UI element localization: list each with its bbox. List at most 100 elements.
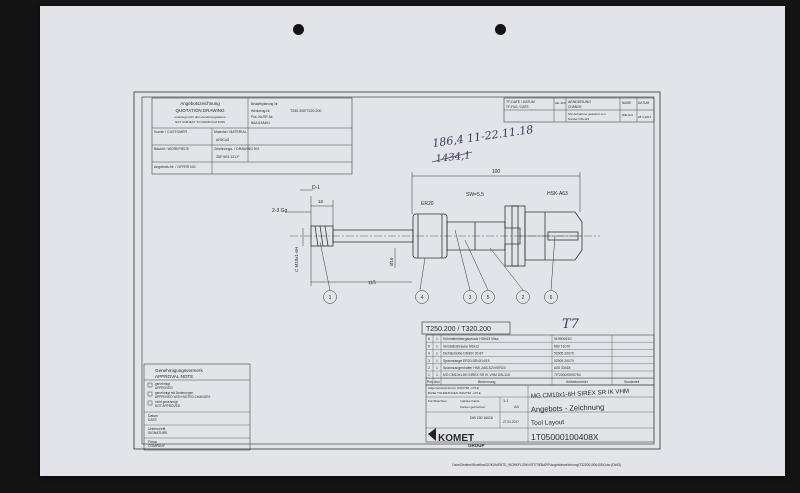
balloon-3: 3 — [469, 295, 472, 301]
parts-cell: 5 — [428, 344, 430, 348]
parts-cell: 6 — [428, 337, 430, 341]
drawing-border — [141, 96, 655, 445]
workpiece-label: Bauteil / WORKPIECE — [154, 147, 190, 151]
norm-label: DIN 150 16016 — [470, 416, 493, 420]
col-artikel: Artikelnummer — [566, 380, 589, 384]
parts-cell: 1 — [436, 352, 438, 356]
parts-list: T250.200 / T320.200 6 1 Kühlmittelübergabe… — [421, 321, 655, 386]
balloon-4: 4 — [421, 295, 424, 301]
dim-thread-depth: 2-3 Gg — [272, 208, 288, 214]
handwritten-note-2: 1434,1 — [435, 150, 471, 165]
parts-cell: Dichtscheibe DS/ER 20-8T — [443, 352, 484, 356]
parts-cell: 51990063/1 — [554, 337, 572, 341]
part-balloons — [319, 229, 558, 304]
signature-label-de: Unterschrift — [148, 427, 165, 431]
revision-name: Rilleholz — [622, 113, 634, 117]
title-block: Allgemeintoleranzen ISO2768 -mH-E BASE T… — [425, 384, 655, 448]
inactive-edge-label: Inaktive Kante — [460, 399, 480, 403]
not-approved-checkbox[interactable] — [147, 400, 153, 406]
parts-cell: 52905 20070 — [554, 352, 574, 356]
parts-cell: Spannzangenhalter HSK-A63-SZ/V/ER20 — [443, 366, 506, 370]
parts-cell: 1 — [436, 337, 438, 341]
scale-value: 1:1 — [503, 398, 509, 403]
pos-label: Pos.-Nr./SP.-Nr. — [251, 115, 273, 119]
parts-cell: 52905 20070 — [554, 359, 574, 363]
company-label-en: COMPANY — [148, 444, 166, 448]
komet-wordmark: KOMET — [438, 433, 474, 444]
note-de: unterliegt nicht dem Aenderungsdienst — [174, 115, 225, 119]
tool-number: T250.200/T320.200 — [290, 109, 321, 113]
punch-hole-left — [293, 24, 304, 35]
tool-assembly — [290, 205, 600, 267]
parts-cell: 3 — [428, 359, 430, 363]
werkzeug-label: Werkzeug-Nr. — [251, 109, 271, 113]
dim-d16: Ø16 — [389, 257, 394, 266]
dimensions — [287, 172, 581, 286]
parts-cell: A05 33418 — [554, 366, 571, 370]
ae-idx-label: AE.-IDX — [555, 101, 566, 105]
opt2-en: APPROVED WITH NOTED CHANGES — [155, 395, 210, 399]
parts-cell: 1 — [428, 373, 430, 377]
parts-cell: 1 — [436, 344, 438, 348]
parts-cell: 1 — [436, 359, 438, 363]
tool-layout-label: Tool Layout — [531, 419, 565, 427]
date-value: 27.04.2017 — [503, 420, 519, 424]
customer-label: Kunde / CUSTOMER — [154, 130, 187, 134]
parts-cell: 2 — [428, 366, 430, 370]
punch-hole-right — [495, 24, 506, 35]
tolerance-en: BASE TOLERANCES ISO2768 -mH-E — [428, 391, 481, 395]
drawing-frame — [133, 91, 661, 450]
parts-cell: MG CM10x1-6H SIREX SR IK VHM DSL115 — [443, 373, 510, 377]
parts-list-header: T250.200 / T320.200 — [426, 326, 491, 333]
komet-group: GROUP — [468, 443, 485, 448]
format-value: A3 — [514, 404, 520, 409]
opt1-en: APPROVED — [155, 386, 173, 390]
col-sonder: Sonderteil — [624, 380, 640, 384]
parts-cell: Kühlmittelübergabesatz HSK63 Vilsa — [443, 337, 498, 341]
dim-18: 18 — [318, 199, 324, 204]
parts-cell: M6/ T1070 — [554, 344, 570, 348]
parts-cell: 7IT2000/0000754 — [554, 373, 581, 377]
approved-checkbox[interactable] — [147, 382, 153, 388]
balloon-1: 1 — [329, 295, 332, 301]
drawing-no-label: Zeichnungs- / DRAWING NO. — [214, 147, 260, 151]
balloon-6: 6 — [550, 295, 553, 301]
material-label: Material / MATERIAL — [214, 130, 247, 134]
material-value: AlSiCu3 — [216, 138, 229, 142]
bem-value: BAA115A401 — [251, 121, 270, 125]
label-sw: SW=5.5 — [466, 192, 484, 198]
opt1-de: genehmigt — [155, 382, 170, 386]
revision-entry-2: Sonder DSL115 — [568, 117, 589, 121]
col-pos: Pos — [427, 380, 433, 384]
approval-box: Genehmigungsvermerk APPROVAL NOTE genehm… — [143, 363, 251, 451]
label-hsk: HSK-A63 — [547, 191, 568, 197]
parts-cell: Spannzange ER20-GB Ø14/15 — [443, 359, 490, 363]
drawing-sheet — [40, 6, 785, 476]
col-anz: Anz — [434, 380, 440, 384]
signature-label-en: SIGNATURE — [148, 431, 168, 435]
aenderung-label: AENDERUNG — [568, 100, 591, 104]
quotation-drawing-label: Angebots - Zeichnung — [531, 402, 605, 414]
tool-name: MG CM10x1-6H SIREX SR IK VHM — [531, 388, 630, 400]
revision-entry-1: GR-Aufnahme geändert von — [568, 112, 606, 116]
name-label: NAME — [622, 101, 631, 105]
dim-m10: C M10x1-6H — [294, 247, 299, 272]
opt3-de: nicht genehmigt — [155, 400, 178, 404]
dim-115: 115 — [368, 280, 377, 287]
bedarf-label: Bedarfsplanung Nr. — [251, 102, 279, 106]
date-label-de: Datum — [148, 414, 158, 418]
approved-changes-checkbox[interactable] — [147, 391, 153, 397]
strike-through — [431, 151, 473, 163]
dim-100: 100 — [492, 169, 501, 175]
opt3-en: NOT APPROVED — [155, 404, 181, 408]
parts-cell: Verstellschraube M6x12 — [443, 344, 479, 348]
balloon-5: 5 — [487, 295, 490, 301]
tf-file-label: TF-FILE / DATE — [506, 105, 529, 109]
parts-cell: 4 — [428, 352, 430, 356]
tolerance-de: Allgemeintoleranzen ISO2768 -mH-E — [428, 386, 479, 390]
quotation-title-de: Angebotszeichnung — [180, 101, 220, 106]
edges-broken-label: Kanten gebrochen — [460, 405, 486, 409]
note-en: NOT SUBJECT TO MODIFICATIONS — [175, 120, 225, 124]
header-block: Angebotszeichnung QUOTATION DRAWING unte… — [151, 97, 353, 175]
